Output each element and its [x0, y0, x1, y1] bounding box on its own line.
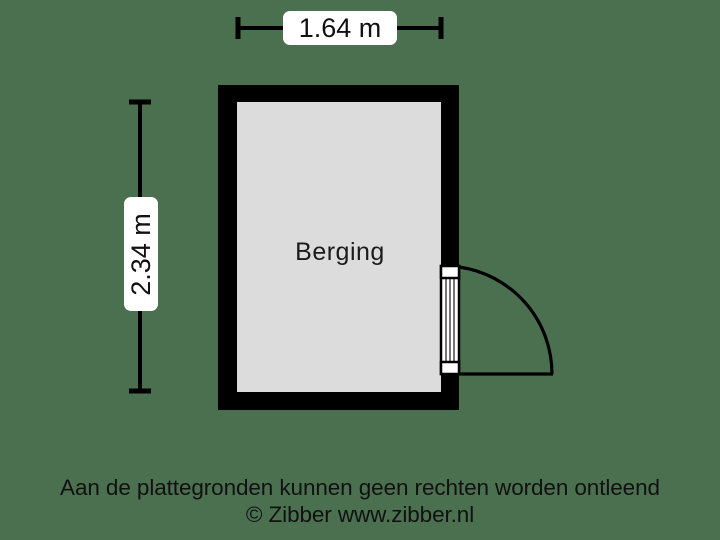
door-swing-arc: [458, 265, 554, 376]
door-leaf: [439, 264, 461, 376]
room-floor-fill: [237, 102, 441, 392]
